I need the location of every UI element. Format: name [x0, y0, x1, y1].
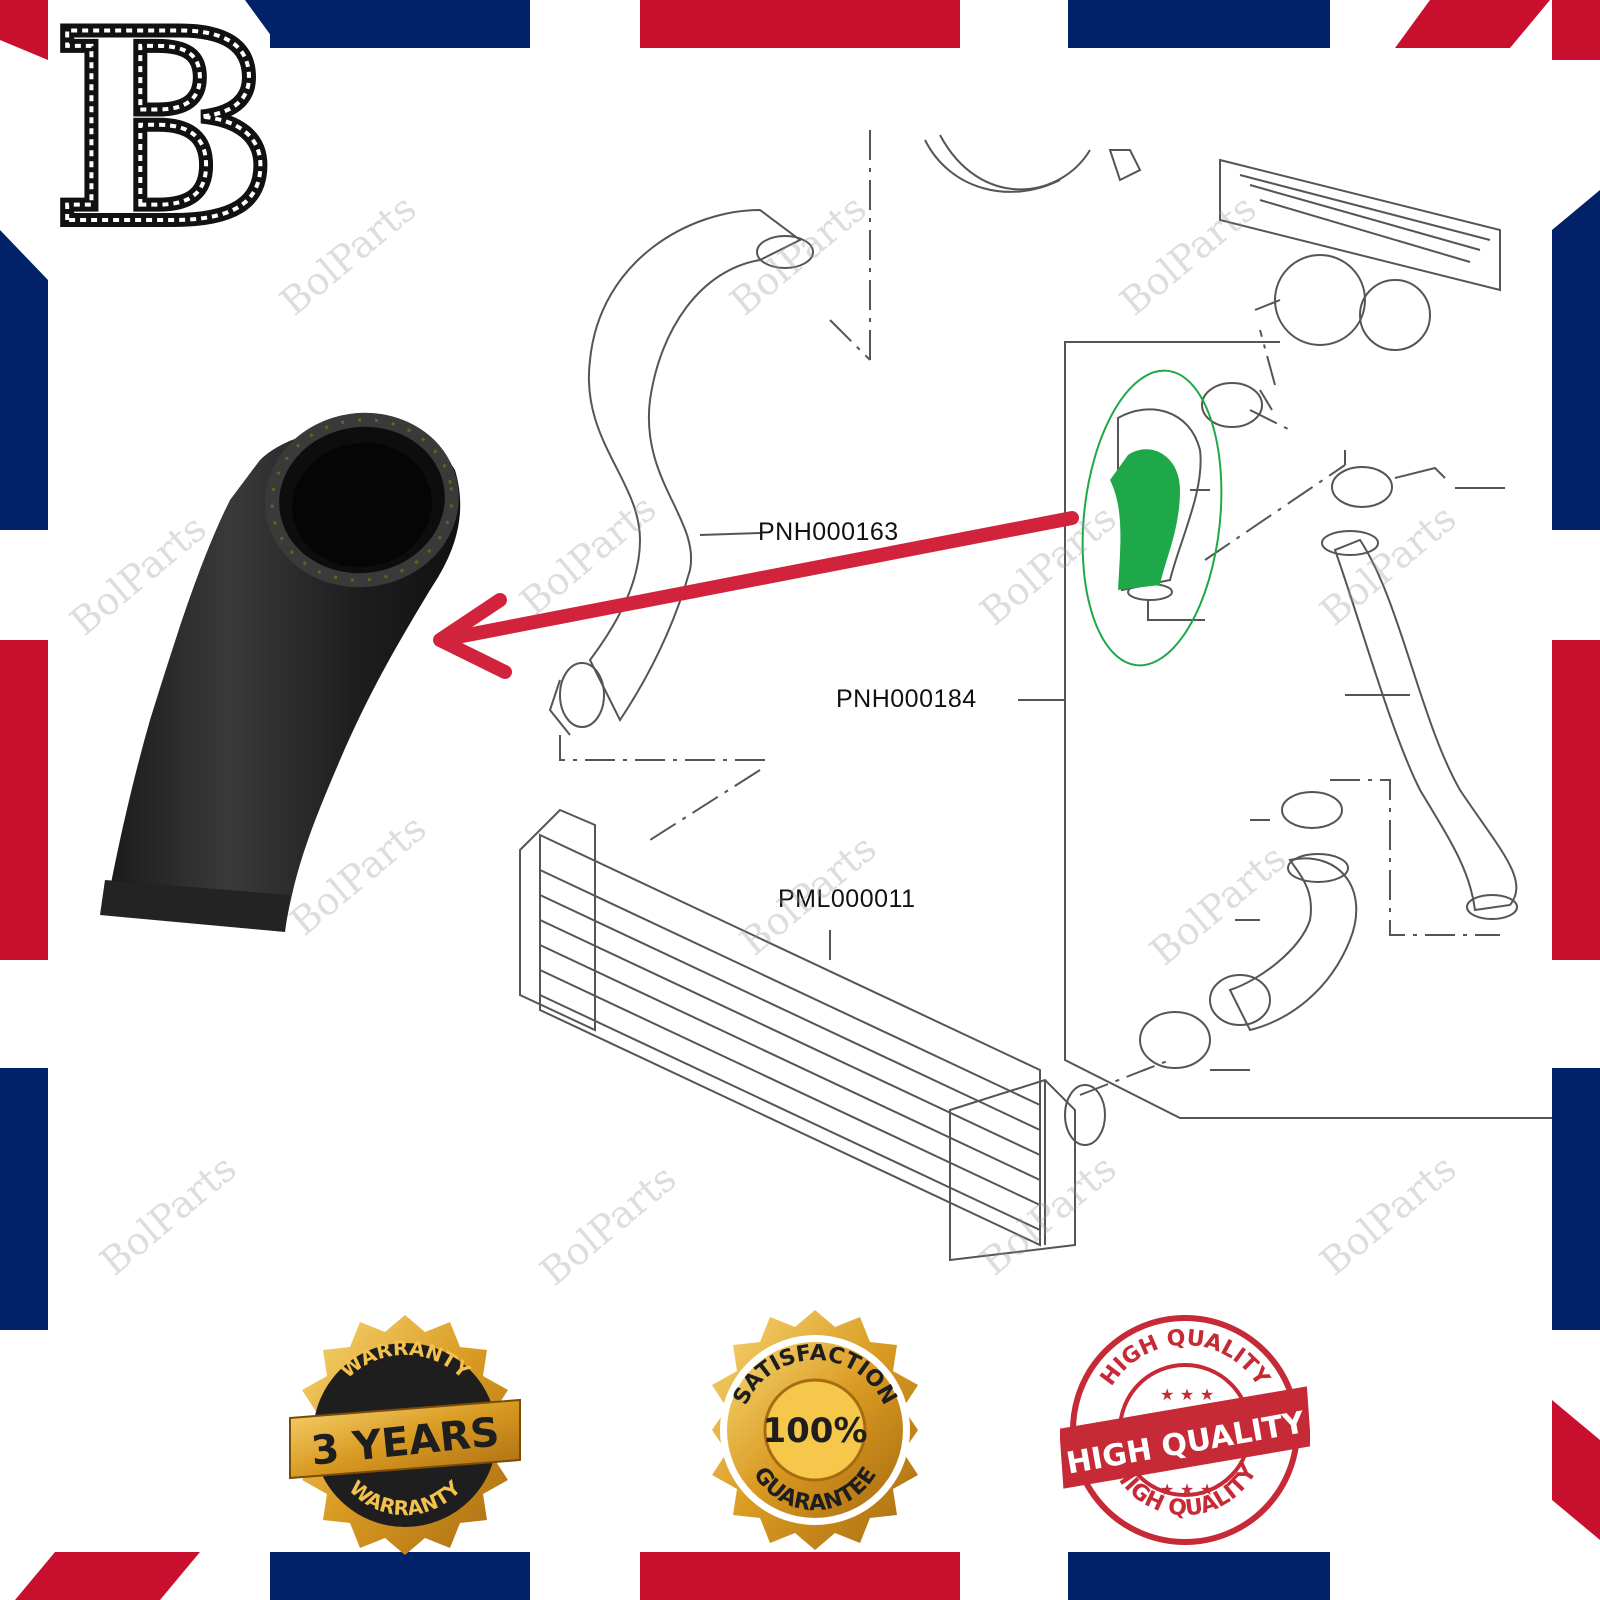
- brand-monogram-logo: B B: [48, 0, 282, 260]
- svg-text:B: B: [55, 0, 275, 260]
- svg-text:★ ★ ★: ★ ★ ★: [1160, 1480, 1214, 1499]
- warranty-badge: WARRANTY WARRANTY 3 YEARS: [280, 1310, 530, 1560]
- part-label-hose-upper: PNH000163: [758, 518, 899, 546]
- svg-text:★ ★ ★: ★ ★ ★: [1160, 1385, 1214, 1404]
- part-label-hose-group: PNH000184: [836, 685, 977, 713]
- satisfaction-guarantee-badge: SATISFACTION GUARANTEE 100%: [690, 1305, 940, 1555]
- part-label-intercooler: PML000011: [778, 885, 916, 913]
- svg-text:B: B: [55, 0, 275, 260]
- high-quality-stamp: HIGH QUALITY HIGH QUALITY HIGH QUALITY ★…: [1060, 1305, 1310, 1555]
- satisfaction-center-text: 100%: [762, 1411, 867, 1451]
